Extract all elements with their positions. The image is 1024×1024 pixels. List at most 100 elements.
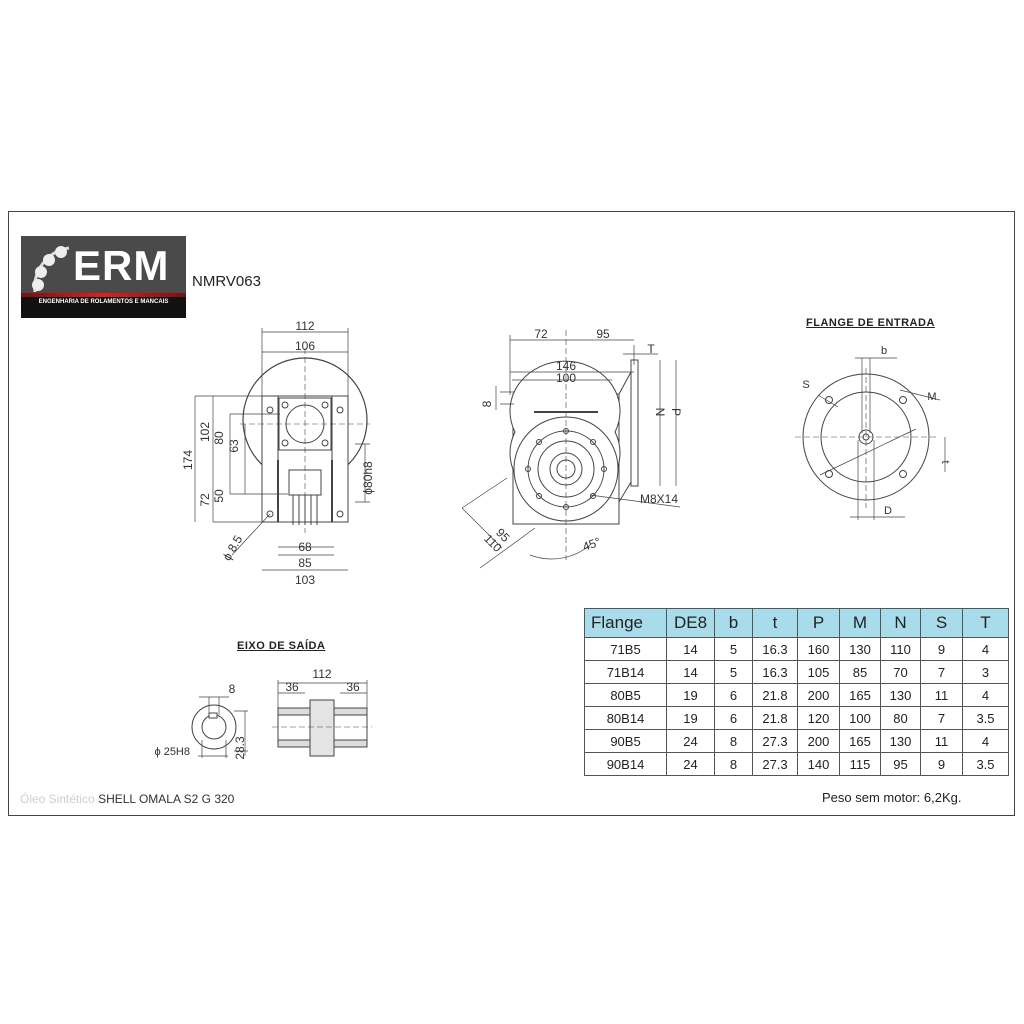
table-cell: 27.3: [752, 752, 798, 776]
table-cell: 5: [714, 637, 753, 661]
table-cell: 105: [797, 660, 840, 684]
table-cell: 160: [797, 637, 840, 661]
table-cell: 120: [797, 706, 840, 730]
logo-band: [21, 297, 186, 318]
table-cell: 9: [920, 637, 963, 661]
table-cell: 115: [839, 752, 881, 776]
table-cell: 100: [839, 706, 881, 730]
dim-N: N: [653, 408, 667, 417]
erm-logo: ERM ENGENHARIA DE ROLAMENTOS E MANCAIS: [21, 236, 186, 318]
table-cell: 3.5: [962, 706, 1009, 730]
bearing-icon: [32, 246, 70, 293]
table-cell: 21.8: [752, 683, 798, 707]
lubricant-name: SHELL OMALA S2 G 320: [98, 792, 235, 806]
table-cell: 95: [880, 752, 921, 776]
column-header: DE8: [666, 608, 715, 638]
column-header: t: [752, 608, 798, 638]
table-cell: 8: [714, 729, 753, 753]
table-cell: 71B5: [584, 637, 667, 661]
table-cell: 4: [962, 637, 1009, 661]
table-cell: 3.5: [962, 752, 1009, 776]
table-cell: 165: [839, 729, 881, 753]
thread-spec: M8X14: [640, 492, 678, 506]
dim-80h8: ϕ80h8: [361, 461, 375, 495]
table-cell: 9: [920, 752, 963, 776]
shaft-length: 112: [312, 667, 331, 681]
table-cell: 7: [920, 660, 963, 684]
flange-label-S: S: [802, 379, 809, 391]
lubricant-note: Óleo Sintético SHELL OMALA S2 G 320: [20, 792, 234, 806]
table-cell: 80: [880, 706, 921, 730]
table-cell: 24: [666, 752, 715, 776]
input-flange-title: FLANGE DE ENTRADA: [806, 317, 935, 329]
table-cell: 6: [714, 706, 753, 730]
column-header: S: [920, 608, 963, 638]
side-view: [461, 330, 681, 569]
input-flange-view: [795, 357, 946, 520]
table-cell: 165: [839, 683, 881, 707]
output-shaft-view: [191, 680, 372, 758]
dim-63: 63: [227, 439, 241, 453]
drawing-frame: [8, 211, 1015, 816]
column-header: b: [714, 608, 753, 638]
table-cell: 16.3: [752, 637, 798, 661]
table-cell: 90B5: [584, 729, 667, 753]
table-cell: 85: [839, 660, 881, 684]
table-cell: 200: [797, 729, 840, 753]
column-header: M: [839, 608, 881, 638]
table-cell: 71B14: [584, 660, 667, 684]
table-cell: 70: [880, 660, 921, 684]
dim-P: P: [669, 408, 683, 416]
table-cell: 110: [880, 637, 921, 661]
dim-100: 100: [556, 371, 576, 385]
dim-72: 72: [198, 493, 212, 507]
dim-103: 103: [295, 573, 315, 587]
shaft-height: 28.3: [233, 736, 247, 760]
dim-T: T: [647, 342, 655, 356]
table-cell: 11: [920, 683, 963, 707]
shaft-right: 36: [346, 680, 360, 694]
table-cell: 80B5: [584, 683, 667, 707]
front-view: [194, 328, 370, 571]
dim-146: 146: [556, 359, 576, 373]
table-cell: 80B14: [584, 706, 667, 730]
flange-label-M: M: [927, 391, 936, 403]
table-cell: 19: [666, 683, 715, 707]
table-cell: 14: [666, 637, 715, 661]
dim-174: 174: [181, 450, 195, 470]
dim-68: 68: [298, 540, 312, 554]
flange-label-D: D: [884, 505, 892, 517]
dim-8-5: ϕ 8.5: [220, 533, 246, 563]
logo-wordmark: ERM: [73, 242, 170, 289]
table-cell: 24: [666, 729, 715, 753]
table-cell: 90B14: [584, 752, 667, 776]
column-header: T: [962, 608, 1009, 638]
column-header: N: [880, 608, 921, 638]
table-cell: 4: [962, 729, 1009, 753]
model-title: NMRV063: [192, 273, 261, 290]
table-cell: 7: [920, 706, 963, 730]
weight-note: Peso sem motor: 6,2Kg.: [822, 790, 962, 805]
logo-subtitle: ENGENHARIA DE ROLAMENTOS E MANCAIS: [38, 299, 169, 305]
shaft-left: 36: [285, 680, 299, 694]
dim-95-side: 95: [596, 327, 610, 341]
table-cell: 200: [797, 683, 840, 707]
table-cell: 140: [797, 752, 840, 776]
lubricant-prefix: Óleo Sintético: [20, 792, 95, 806]
table-cell: 8: [714, 752, 753, 776]
column-header: Flange: [584, 608, 667, 638]
table-cell: 11: [920, 729, 963, 753]
table-cell: 5: [714, 660, 753, 684]
table-cell: 3: [962, 660, 1009, 684]
shaft-bore: ϕ 25H8: [154, 746, 190, 758]
dim-50: 50: [212, 489, 226, 503]
table-cell: 6: [714, 683, 753, 707]
